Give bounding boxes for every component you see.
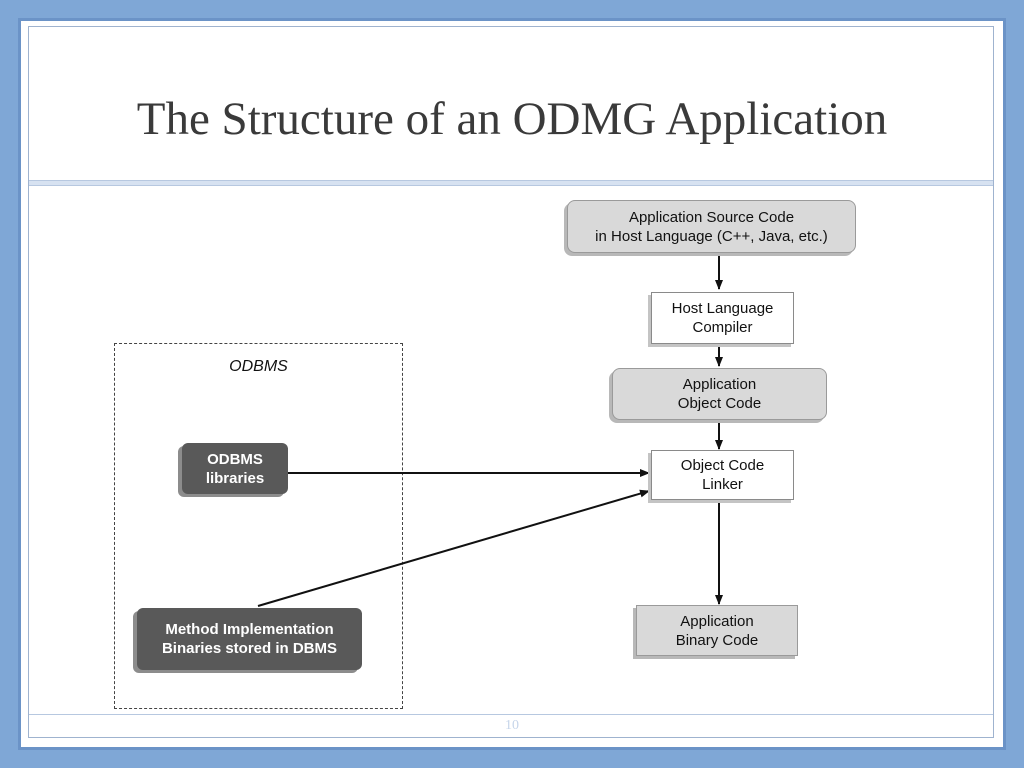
odbms-group-label: ODBMS (229, 358, 288, 375)
node-label-line: Object Code (677, 395, 762, 412)
node-label-line: Application (682, 376, 757, 393)
node-label-line: libraries (205, 469, 265, 487)
footer-divider (29, 714, 993, 715)
node-label-line: Application (680, 612, 754, 630)
node-application-object-code: Application Object Code (612, 368, 827, 420)
node-label-line: Host Language (671, 300, 774, 317)
node-label-line: ODBMS (207, 450, 263, 468)
node-label-line: Application Source Code (628, 208, 795, 226)
node-odbms-libraries: ODBMS libraries (182, 443, 288, 494)
node-application-source-code: Application Source Code in Host Language… (567, 200, 856, 253)
edge-method-binaries-to-linker (257, 489, 650, 607)
node-label-line: Binary Code (675, 631, 759, 649)
odbms-group-frame (114, 343, 403, 709)
node-label-line: in Host Language (C++, Java, etc.) (595, 227, 828, 245)
node-object-code-linker: Object Code Linker (651, 450, 794, 500)
node-label-line: Linker (702, 476, 743, 493)
node-application-binary-code: Application Binary Code (636, 605, 798, 656)
node-method-implementation-binaries: Method Implementation Binaries stored in… (137, 608, 362, 670)
title-divider (29, 180, 993, 186)
node-label-line: Compiler (692, 319, 753, 336)
node-label-line: Binaries stored in DBMS (161, 640, 338, 657)
node-label-line: Method Implementation (165, 621, 334, 638)
slide-frame (28, 26, 994, 738)
node-label-line: Object Code (680, 457, 765, 474)
page-number: 10 (505, 718, 519, 733)
node-host-language-compiler: Host Language Compiler (651, 292, 794, 344)
slide-title: The Structure of an ODMG Application (136, 93, 888, 145)
